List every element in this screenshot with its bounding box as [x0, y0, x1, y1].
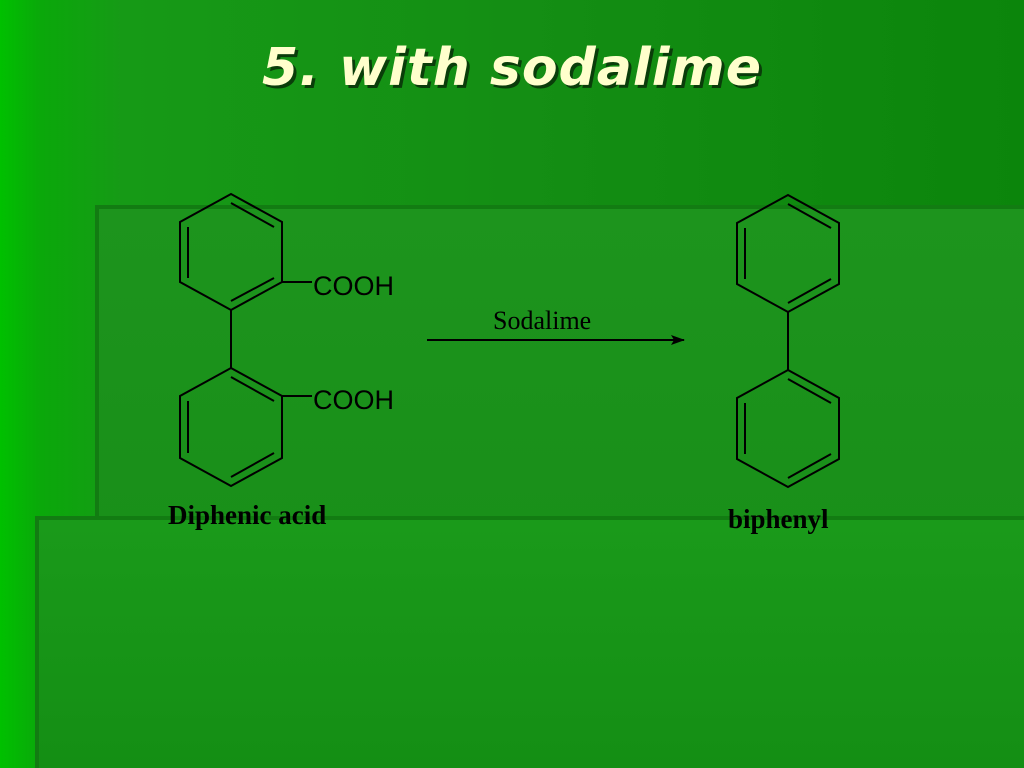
diphenic-acid-structure	[179, 192, 312, 488]
phenyl-ring-top	[736, 193, 840, 314]
benzene-ring-top	[179, 192, 283, 312]
cooh-label-top: COOH	[313, 271, 394, 301]
biphenyl-structure	[736, 193, 840, 489]
background-panel-lower	[35, 516, 1024, 768]
reagent-label: Sodalime	[493, 306, 591, 335]
benzene-ring-bottom	[179, 366, 283, 488]
slide-title: 5. with sodalime	[262, 38, 762, 98]
product-name: biphenyl	[728, 504, 829, 534]
cooh-label-bottom: COOH	[313, 385, 394, 415]
phenyl-ring-bottom	[736, 368, 840, 489]
reactant-name: Diphenic acid	[168, 500, 327, 530]
